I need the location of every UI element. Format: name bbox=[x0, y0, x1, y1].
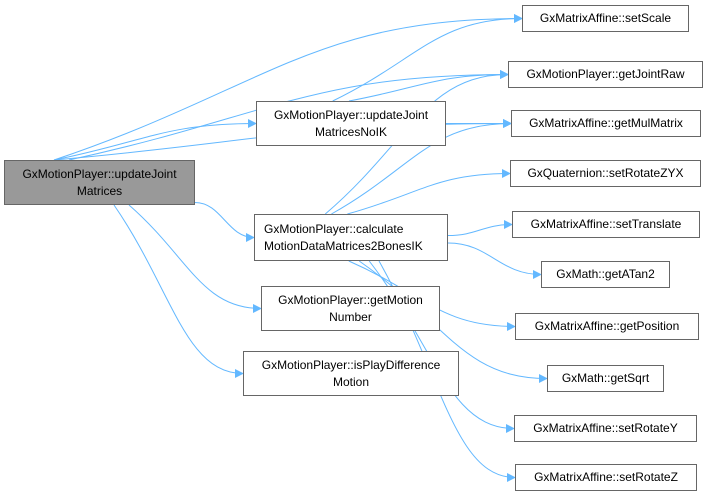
node-label-line1: GxMotionPlayer::isPlayDifference bbox=[261, 357, 441, 372]
node-get-position[interactable]: GxMatrixAffine::getPosition bbox=[515, 313, 699, 340]
edge-calc-to-sqrt bbox=[358, 260, 548, 383]
edge-root-to-noik bbox=[53, 119, 257, 161]
edge-calc-to-rotzyx bbox=[347, 169, 511, 215]
edge-noik-to-setscale bbox=[332, 14, 523, 102]
edge-root-to-calc bbox=[194, 202, 255, 242]
node-label: GxMotionPlayer::getJointRaw bbox=[526, 67, 685, 81]
edge-calc-to-mulmatrix bbox=[331, 119, 512, 215]
node-label-line1: GxMotionPlayer::calculate bbox=[264, 221, 404, 236]
node-label-line2: Number bbox=[329, 309, 372, 324]
edge-calc-to-atan2 bbox=[447, 242, 542, 279]
node-label-line2: MatricesNoIK bbox=[314, 124, 388, 139]
node-label: GxMatrixAffine::getPosition bbox=[534, 319, 680, 333]
node-label-line2: Motion bbox=[332, 374, 370, 389]
node-label-line2: MotionDataMatrices2BonesIK bbox=[264, 238, 423, 253]
node-set-scale[interactable]: GxMatrixAffine::setScale bbox=[522, 5, 689, 32]
edge-calc-to-translate bbox=[447, 220, 513, 237]
node-label: GxMath::getSqrt bbox=[561, 371, 650, 385]
edge-root-to-setscale bbox=[53, 14, 523, 161]
node-set-translate[interactable]: GxMatrixAffine::setTranslate bbox=[512, 211, 700, 238]
edge-root-to-motionnum bbox=[128, 204, 262, 313]
edge-noik-to-jointraw bbox=[348, 70, 509, 102]
node-label: GxMatrixAffine::setRotateZ bbox=[534, 470, 678, 484]
node-label-line1: GxMotionPlayer::getMotion bbox=[278, 292, 423, 307]
node-label-line1: GxMotionPlayer::updateJoint bbox=[22, 166, 177, 181]
node-get-mul-matrix[interactable]: GxMatrixAffine::getMulMatrix bbox=[511, 110, 701, 137]
node-label: GxMatrixAffine::setRotateY bbox=[533, 421, 678, 435]
node-set-rotate-z[interactable]: GxMatrixAffine::setRotateZ bbox=[515, 464, 697, 491]
node-label-line1: GxMotionPlayer::updateJoint bbox=[273, 107, 429, 122]
node-label: GxMatrixAffine::setScale bbox=[539, 11, 672, 25]
node-label: GxMatrixAffine::setTranslate bbox=[530, 217, 682, 231]
edge-root-to-isplay bbox=[113, 204, 244, 378]
node-set-rotate-zyx[interactable]: GxQuaternion::setRotateZYX bbox=[510, 160, 701, 187]
node-label: GxMath::getATan2 bbox=[556, 267, 655, 281]
node-label-line2: Matrices bbox=[76, 183, 123, 198]
node-set-rotate-y[interactable]: GxMatrixAffine::setRotateY bbox=[514, 415, 697, 442]
node-get-sqrt[interactable]: GxMath::getSqrt bbox=[547, 365, 664, 392]
node-get-joint-raw[interactable]: GxMotionPlayer::getJointRaw bbox=[508, 61, 703, 88]
node-get-atan2[interactable]: GxMath::getATan2 bbox=[541, 261, 670, 288]
node-label: GxQuaternion::setRotateZYX bbox=[527, 166, 684, 180]
node-label: GxMatrixAffine::getMulMatrix bbox=[529, 116, 683, 130]
